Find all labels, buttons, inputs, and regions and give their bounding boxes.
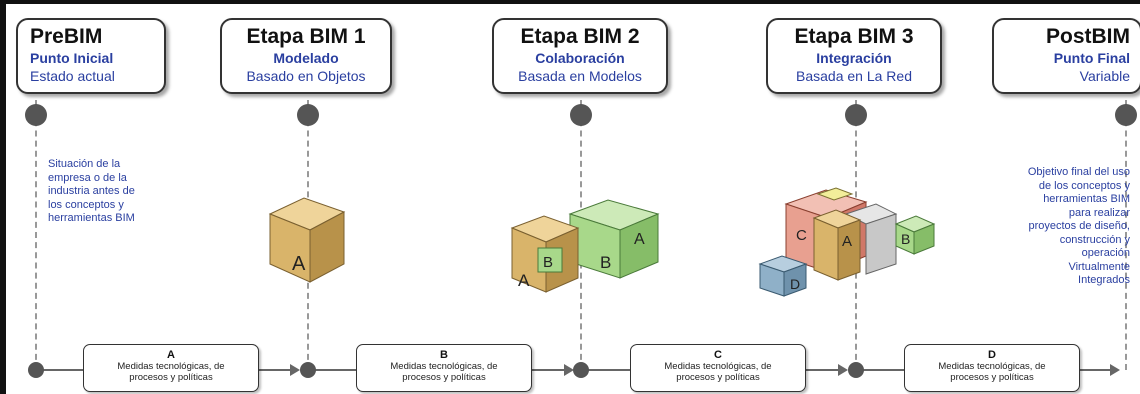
stage-postbim: PostBIM Punto Final Variable — [992, 18, 1140, 94]
measures-letter: C — [714, 349, 722, 361]
stage-title: Etapa BIM 3 — [794, 25, 914, 48]
integrated-cubes-illustration: A C B D — [758, 187, 936, 297]
stage-description: Estado actual — [30, 68, 115, 84]
timeline-node-dot — [28, 362, 44, 378]
stage-title: PreBIM — [30, 25, 103, 48]
measures-box-b: B Medidas tecnológicas, de procesos y po… — [356, 344, 532, 392]
note-line: Situación de la — [48, 158, 121, 170]
measures-line: Medidas tecnológicas, de — [664, 361, 772, 372]
cube-label: A — [842, 233, 852, 250]
stage-description: Basada en Modelos — [518, 68, 642, 84]
timeline-guide-prebim — [35, 100, 37, 370]
note-line: para realizar — [1068, 206, 1130, 219]
note-line: empresa o de la — [48, 171, 127, 184]
stage-title: PostBIM — [1046, 25, 1130, 48]
frame-left-border — [0, 0, 6, 394]
measures-line: procesos y políticas — [950, 372, 1034, 383]
stage-prebim: PreBIM Punto Inicial Estado actual — [16, 18, 166, 94]
arrow-right-icon — [564, 364, 574, 376]
stage-marker-dot — [297, 104, 319, 126]
measures-letter: D — [988, 349, 996, 361]
measures-letter: B — [440, 349, 448, 361]
note-line: industria antes de — [48, 185, 135, 197]
measures-letter: A — [167, 349, 175, 361]
stage-marker-dot — [25, 104, 47, 126]
single-object-cube-illustration: A — [268, 197, 346, 283]
stage-description: Basado en Objetos — [246, 68, 366, 84]
note-line: de los conceptos y — [1038, 179, 1130, 192]
cube-label: A — [518, 271, 530, 290]
note-line: Integrados — [1078, 274, 1130, 286]
cube-label: B — [543, 254, 553, 271]
stage-title: Etapa BIM 2 — [520, 25, 640, 48]
stage-marker-dot — [570, 104, 592, 126]
stage-description: Basada en La Red — [796, 68, 912, 84]
note-line: herramientas BIM — [48, 212, 135, 224]
stage-description: Variable — [1079, 68, 1130, 84]
stage-etapa-1: Etapa BIM 1 Modelado Basado en Objetos — [220, 18, 392, 94]
note-line: proyectos de diseño, — [1028, 220, 1130, 232]
measures-line: procesos y políticas — [129, 372, 213, 383]
measures-line: procesos y políticas — [676, 372, 760, 383]
measures-line: Medidas tecnológicas, de — [390, 361, 498, 372]
arrow-right-icon — [838, 364, 848, 376]
stage-etapa-2: Etapa BIM 2 Colaboración Basada en Model… — [492, 18, 668, 94]
stage-subtitle: Colaboración — [535, 50, 625, 66]
note-line: Virtualmente — [1068, 260, 1130, 273]
cube-label: B — [901, 231, 910, 247]
cube-label: B — [600, 253, 611, 272]
note-line: los conceptos y — [48, 198, 124, 211]
measures-box-d: D Medidas tecnológicas, de procesos y po… — [904, 344, 1080, 392]
arrow-right-icon — [1110, 364, 1120, 376]
note-line: operación — [1081, 247, 1130, 259]
cube-label: D — [790, 276, 800, 292]
cube-label: C — [796, 227, 807, 244]
stage-subtitle: Integración — [816, 50, 892, 66]
timeline-guide-postbim — [1125, 100, 1127, 370]
note-line: Objetivo final del uso — [1027, 166, 1130, 178]
arrow-right-icon — [290, 364, 300, 376]
note-line: herramientas BIM — [1043, 193, 1130, 205]
note-prebim: Situación de la empresa o de la industri… — [48, 158, 135, 226]
frame-top-border — [0, 0, 1140, 4]
measures-box-a: A Medidas tecnológicas, de procesos y po… — [83, 344, 259, 392]
cube-label: A — [292, 253, 306, 275]
stage-etapa-3: Etapa BIM 3 Integración Basada en La Red — [766, 18, 942, 94]
timeline-node-dot — [573, 362, 589, 378]
collaboration-cubes-illustration: B A A B — [510, 199, 660, 293]
stage-subtitle: Punto Final — [1053, 50, 1130, 66]
measures-line: Medidas tecnológicas, de — [938, 361, 1046, 372]
stage-title: Etapa BIM 1 — [246, 25, 366, 48]
timeline-node-dot — [300, 362, 316, 378]
stage-subtitle: Modelado — [273, 50, 339, 66]
note-postbim: Objetivo final del uso de los conceptos … — [960, 166, 1130, 288]
stage-marker-dot — [845, 104, 867, 126]
measures-line: procesos y políticas — [402, 372, 486, 383]
measures-box-c: C Medidas tecnológicas, de procesos y po… — [630, 344, 806, 392]
cube-label: A — [634, 231, 645, 248]
stage-subtitle: Punto Inicial — [30, 50, 114, 66]
note-line: construcción y — [1059, 233, 1130, 246]
measures-line: Medidas tecnológicas, de — [117, 361, 225, 372]
stage-marker-dot — [1115, 104, 1137, 126]
timeline-node-dot — [848, 362, 864, 378]
